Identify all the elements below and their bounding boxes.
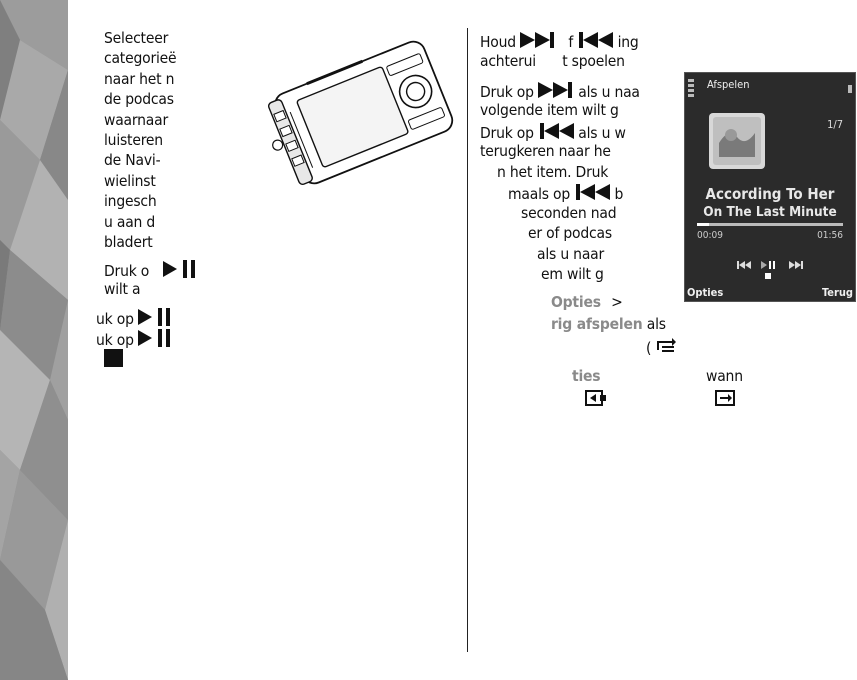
column-divider	[467, 28, 468, 652]
right-para2-line: er of podcas	[528, 224, 612, 243]
ties-label: ties	[572, 367, 601, 385]
text-fragment: t spoelen	[562, 52, 625, 70]
right-para2-line: als u naar	[537, 244, 605, 263]
text-fragment: als u naa	[578, 83, 640, 101]
next-track-icon	[520, 30, 556, 55]
track-counter: 1/7	[827, 118, 843, 131]
right-para2-line: seconden nad	[521, 204, 617, 222]
track-name: On The Last Minute	[703, 204, 837, 220]
play-pause-icon	[163, 259, 199, 284]
ties-line: ties	[572, 366, 601, 386]
play-pause-icon	[137, 328, 174, 353]
battery-icon	[848, 85, 852, 93]
left-para1-line: ingesch	[104, 192, 157, 211]
left-para1-line: luisteren	[104, 131, 163, 149]
next-track-icon	[538, 80, 574, 105]
left-para2-line: Druk o	[104, 259, 199, 284]
opties-menu-label: Opties	[551, 293, 601, 311]
text-fragment: Houd	[480, 33, 516, 51]
left-para1-line: de podcas	[104, 90, 174, 109]
text-fragment: ing	[617, 33, 639, 51]
text-fragment: (	[646, 339, 652, 357]
side-decoration	[0, 0, 68, 680]
left-para1-line: u aan d	[104, 212, 156, 231]
right-para2-line: Druk op als u naa	[480, 80, 640, 105]
soft-key-options[interactable]: Opties	[687, 286, 724, 299]
left-para3-line: uk op	[96, 328, 174, 353]
right-para2-line: em wilt g	[541, 265, 604, 284]
phone-illustration	[262, 26, 458, 202]
right-para1-line: Houd f ing	[480, 30, 639, 55]
stop-icon	[104, 349, 123, 367]
repeat-icon-line: (	[646, 336, 677, 361]
right-para2-line: terugkeren naar he	[480, 142, 611, 161]
text-fragment: b	[614, 185, 624, 203]
player-controls	[737, 261, 803, 279]
right-para2-line: maals op b	[508, 182, 623, 207]
left-para1-line: de Navi-	[104, 151, 161, 170]
player-title: Afspelen	[707, 78, 750, 91]
text-fragment: als	[646, 315, 666, 333]
elapsed-time: 00:09	[697, 230, 723, 241]
stop-icon	[765, 273, 771, 279]
text-fragment: als u w	[578, 123, 626, 142]
total-time: 01:56	[817, 230, 843, 241]
right-para2-line: volgende item wilt g	[480, 101, 619, 120]
right-para1-line: achterui t spoelen	[480, 51, 625, 71]
left-para2-text: Druk o	[104, 262, 150, 280]
left-para1-line: categorieë	[104, 49, 177, 68]
afspelen-option-label: rig afspelen	[551, 315, 643, 333]
previous-track-icon	[737, 261, 751, 269]
next-track-icon	[789, 261, 803, 269]
progress-bar[interactable]	[697, 223, 843, 226]
right-para2-line: Druk op als u w	[480, 121, 626, 146]
left-para2-line: wilt a	[104, 280, 141, 299]
music-player-screen: Afspelen 1/7 According To Her On The Las…	[684, 72, 856, 302]
previous-track-icon	[538, 121, 575, 146]
repeat-icon	[655, 336, 677, 361]
text-fragment: maals op	[508, 185, 571, 203]
menu-arrow: >	[611, 293, 623, 311]
play-pause-icon	[137, 307, 174, 332]
text-fragment: achterui	[480, 52, 536, 70]
left-para1-line: bladert	[104, 233, 153, 251]
play-pause-icon	[761, 261, 775, 269]
left-para3-text: uk op	[96, 310, 134, 328]
left-para3-text: uk op	[96, 331, 134, 349]
opties-menu-line: Opties >	[551, 292, 623, 312]
repeat-one-icon	[714, 388, 738, 412]
right-para2-line: n het item. Druk	[497, 162, 609, 181]
previous-track-icon	[574, 182, 611, 207]
left-para1-line: Selecteer	[104, 29, 169, 47]
album-cover-icon	[709, 113, 765, 169]
text-fragment: f	[568, 33, 574, 51]
shuffle-icon	[584, 388, 608, 412]
soft-key-back[interactable]: Terug	[821, 286, 853, 299]
left-para1-line: waarnaar	[104, 110, 169, 129]
artist-name: According To Her	[705, 185, 835, 203]
left-para3-line: uk op	[96, 307, 174, 332]
left-para1-line: naar het n	[104, 69, 175, 88]
left-para1-line: wielinst	[104, 171, 156, 190]
previous-track-icon	[577, 30, 614, 55]
signal-indicator-icon	[688, 79, 694, 97]
afspelen-option-line: rig afspelen als	[551, 314, 666, 334]
text-fragment: Druk op	[480, 123, 534, 142]
progress-fill	[697, 223, 709, 226]
text-fragment: Druk op	[480, 83, 534, 101]
wann-text: wann	[706, 367, 743, 385]
